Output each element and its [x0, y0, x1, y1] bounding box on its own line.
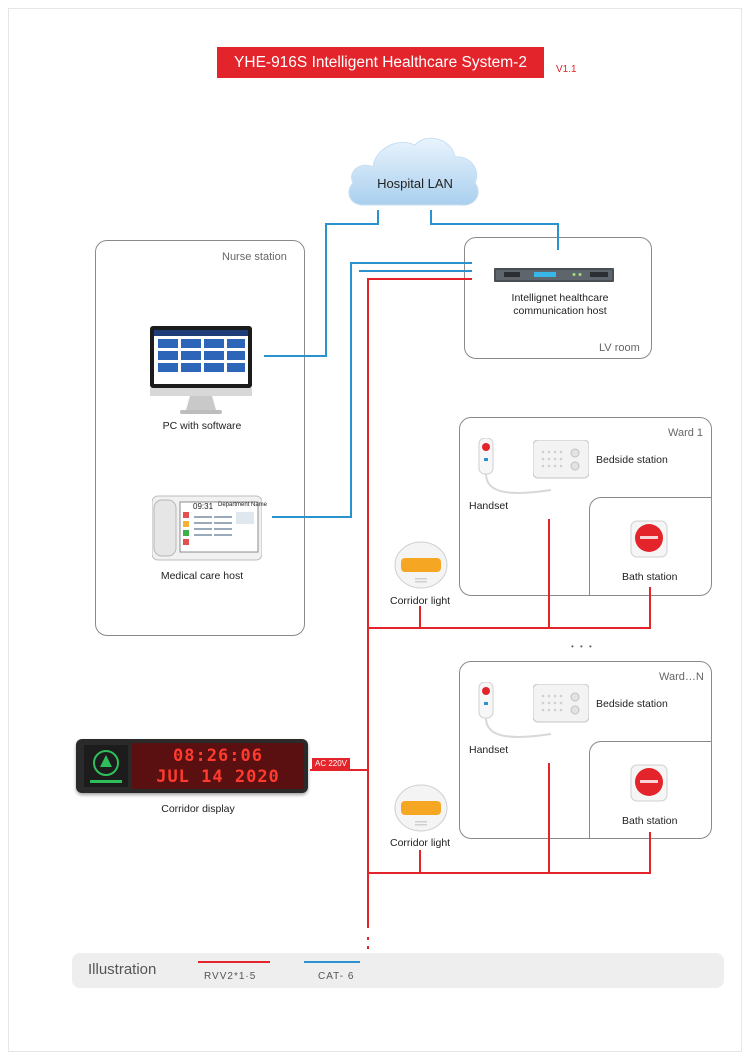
display-time: 08:26:06: [173, 746, 263, 766]
wire-wardn-bus: [368, 832, 651, 874]
rvv-wires: [310, 278, 651, 949]
wire-ward1-bus: [368, 587, 651, 629]
wire-host-to-medical-2: [359, 270, 472, 272]
ward-n-handset-label: Handset: [469, 744, 509, 756]
display-date: JUL 14 2020: [156, 767, 280, 787]
ward-n-bath-label: Bath station: [622, 815, 678, 827]
logo-icon: [90, 750, 122, 783]
medical-host-screen-time: 09:31: [193, 502, 214, 511]
ward-n-bedside-station-icon: [533, 684, 589, 723]
medical-host-label: Medical care host: [160, 570, 244, 582]
corridor-display-label: Corridor display: [161, 803, 235, 815]
cat6-wires: [264, 210, 559, 518]
legend-cat6-label: CAT- 6: [318, 971, 355, 982]
ward-n-corridor-light-label: Corridor light: [390, 837, 451, 849]
ward-1-label: Ward 1: [668, 427, 704, 439]
host-label: Intellignet healthcare communication hos…: [511, 292, 609, 317]
legend: Illustration RVV2*1·5 CAT- 6: [72, 953, 724, 988]
ward-1-bath-partition: [589, 497, 712, 596]
ward-n-bedside-label: Bedside station: [596, 698, 668, 710]
wire-host-bus: [367, 278, 472, 928]
power-tag: AC 220V: [312, 758, 351, 769]
version-label: V1.1: [556, 64, 577, 75]
ward-n-bath-partition: [589, 741, 712, 839]
corridor-display: 08:26:06 JUL 14 2020: [76, 739, 308, 793]
legend-title: Illustration: [88, 961, 157, 978]
ward-n-bath-station-icon: [630, 764, 668, 802]
ward-n-corridor-light-icon: [394, 784, 448, 832]
cloud-label: Hospital LAN: [377, 176, 453, 191]
ward-n-handset-icon: [478, 682, 552, 738]
nurse-station-box: [95, 240, 305, 636]
page-title: YHE-916S Intelligent Healthcare System-2: [217, 47, 544, 78]
pc-monitor-icon: [150, 326, 252, 414]
ward-1-corridor-light-icon: [394, 541, 448, 589]
wire-lan-to-host: [430, 210, 559, 250]
cloud-icon: [348, 137, 479, 206]
ward-1-bedside-label: Bedside station: [596, 454, 668, 466]
nurse-station-label: Nurse station: [222, 251, 287, 263]
page-frame: [8, 8, 742, 1052]
ward-1-bath-station-icon: [630, 520, 668, 558]
rack-host-icon: [494, 268, 614, 282]
corridor-display-logo-panel: [84, 745, 128, 787]
ward-1-corridor-light-label: Corridor light: [390, 595, 451, 607]
ward-n-label: Ward…N: [659, 671, 704, 683]
lv-room-label: LV room: [599, 342, 640, 354]
legend-rvv-line: [198, 961, 270, 963]
ward-1-bedside-station-icon: [533, 440, 589, 479]
legend-rvv-label: RVV2*1·5: [204, 971, 257, 982]
ward-1-bath-label: Bath station: [622, 571, 678, 583]
wire-lan-to-pc: [264, 210, 379, 357]
pc-label: PC with software: [162, 420, 242, 432]
legend-cat6-line: [304, 961, 360, 963]
corridor-display-screen: 08:26:06 JUL 14 2020: [132, 743, 304, 789]
ward-ellipsis: • • •: [571, 642, 594, 651]
medical-care-host-icon: [152, 495, 262, 561]
ward-1-handset-label: Handset: [469, 500, 509, 512]
ward-1-handset-icon: [478, 438, 552, 494]
wire-host-to-medical: [272, 262, 472, 518]
medical-host-screen-title: Department Name: [218, 502, 268, 508]
